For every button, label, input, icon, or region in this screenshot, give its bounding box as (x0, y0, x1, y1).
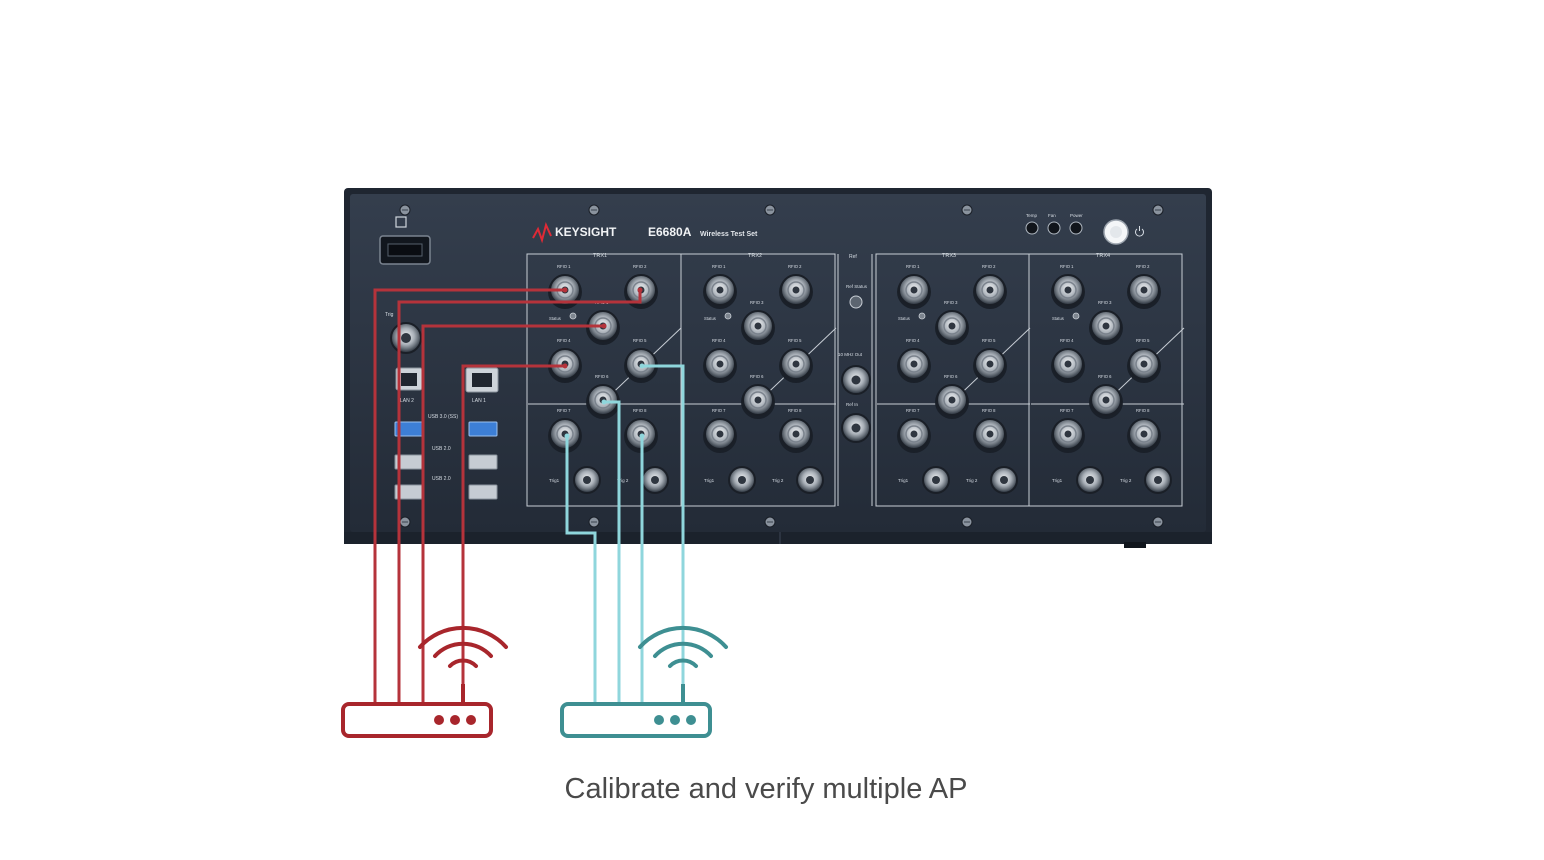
ap1-cable-1 (373, 288, 565, 704)
usb3-port-right[interactable] (468, 421, 498, 437)
access-point-2 (560, 625, 728, 738)
trig-port-label: Trig 2 (966, 478, 978, 483)
ref-section: Ref Ref Status 10 MHz Out Ref In (838, 254, 871, 443)
ref-status-led (849, 295, 863, 309)
instrument-name: Wireless Test Set (700, 231, 758, 238)
ref-in-label: Ref In (846, 402, 859, 407)
status-indicators: Temp Fan Power (1025, 213, 1083, 235)
status-led (569, 312, 577, 320)
trig-port-label: Trig 2 (772, 478, 784, 483)
port-label: RFIO 3 (750, 300, 764, 305)
usb30-label: USB 3.0 (SS) (428, 414, 458, 420)
port-label: RFIO 2 (788, 264, 802, 269)
wifi-signal-icon (418, 625, 508, 668)
model-number: E6680A (648, 225, 692, 239)
indicator-label: Fan (1048, 213, 1056, 218)
power-icon (1135, 226, 1144, 237)
port-label: RFIO 3 (944, 300, 958, 305)
status-label: Status (549, 316, 561, 321)
port-label: RFIO 1 (712, 264, 726, 269)
port-label: RFIO 2 (633, 264, 647, 269)
trx-label: TRX2 (748, 253, 762, 259)
usb20a-label: USB 2.0 (432, 446, 451, 452)
port-label: RFIO 5 (633, 338, 647, 343)
ap1-cable-3 (421, 324, 604, 704)
port-label: RFIO 7 (557, 408, 571, 413)
lan2-label: LAN 2 (400, 398, 414, 404)
port-label: RFIO 4 (557, 338, 571, 343)
indicator-label: Temp (1026, 213, 1038, 218)
ap1-cables (373, 288, 642, 704)
port-label: RFIO 1 (906, 264, 920, 269)
left-io-panel: Trig LAN 2 LAN 1 USB 3.0 (SS) USB 2.0 US… (379, 216, 499, 500)
port-label: RFIO 2 (1136, 264, 1150, 269)
access-point-1 (341, 625, 508, 738)
port-label: RFIO 4 (906, 338, 920, 343)
instrument-header: KEYSIGHT E6680A Wireless Test Set Temp Fa… (532, 213, 1144, 245)
port-label: RFIO 8 (982, 408, 996, 413)
port-label: RFIO 8 (788, 408, 802, 413)
panel-screws (399, 204, 1164, 528)
port-label: RFIO 4 (712, 338, 726, 343)
port-label: RFIO 7 (712, 408, 726, 413)
port-label: RFIO 3 (1098, 300, 1112, 305)
ap2-cable-2 (604, 400, 621, 704)
port-label: RFIO 1 (1060, 264, 1074, 269)
indicator-led (1069, 221, 1083, 235)
usb2-port-right-a[interactable] (468, 454, 498, 470)
ap2-cables (565, 364, 685, 704)
port-label: RFIO 8 (633, 408, 647, 413)
usb20b-label: USB 2.0 (432, 476, 451, 482)
ref-title: Ref (849, 254, 857, 260)
port-label: RFIO 6 (1098, 374, 1112, 379)
diagram-caption: Calibrate and verify multiple AP (564, 773, 968, 805)
trig-port-label: Trig1 (1052, 478, 1063, 483)
port-label: RFIO 6 (595, 374, 609, 379)
ref-status-label: Ref Status (846, 284, 868, 289)
indicator-led (1025, 221, 1039, 235)
port-label: RFIO 2 (982, 264, 996, 269)
ap1-cable-4 (461, 364, 565, 704)
trx-label: TRX3 (942, 253, 956, 259)
port-label: RFIO 7 (906, 408, 920, 413)
brand-name: KEYSIGHT (555, 225, 617, 239)
usb2-port-right-b[interactable] (468, 484, 498, 500)
indicator-led (1047, 221, 1061, 235)
ap1-cable-2 (397, 290, 642, 704)
trig-port-label: Trig 2 (1120, 478, 1132, 483)
trig-port-label: Trig1 (898, 478, 909, 483)
trx-label: TRX4 (1096, 253, 1110, 259)
trig-port-label: Trig 2 (617, 478, 629, 483)
port-label: RFIO 5 (788, 338, 802, 343)
trig-port-label: Trig1 (704, 478, 715, 483)
status-led (918, 312, 926, 320)
status-label: Status (898, 316, 910, 321)
lan1-label: LAN 1 (472, 398, 486, 404)
ap2-cable-4 (642, 364, 685, 704)
ref-out-label: 10 MHz Out (838, 352, 863, 357)
status-label: Status (704, 316, 716, 321)
trx-label: TRX1 (593, 253, 607, 259)
trig-label: Trig (385, 312, 394, 318)
indicator-label: Power (1070, 213, 1083, 218)
ap2-cable-1 (565, 436, 597, 704)
keysight-logo-icon (532, 222, 552, 244)
port-label: RFIO 4 (1060, 338, 1074, 343)
port-label: RFIO 6 (750, 374, 764, 379)
port-label: RFIO 1 (557, 264, 571, 269)
port-label: RFIO 7 (1060, 408, 1074, 413)
status-led (724, 312, 732, 320)
trig-port-label: Trig1 (549, 478, 560, 483)
port-label: RFIO 6 (944, 374, 958, 379)
port-label: RFIO 5 (1136, 338, 1150, 343)
wifi-signal-icon (638, 625, 728, 668)
port-label: RFIO 8 (1136, 408, 1150, 413)
status-led (1072, 312, 1080, 320)
port-label: RFIO 5 (982, 338, 996, 343)
status-label: Status (1052, 316, 1064, 321)
